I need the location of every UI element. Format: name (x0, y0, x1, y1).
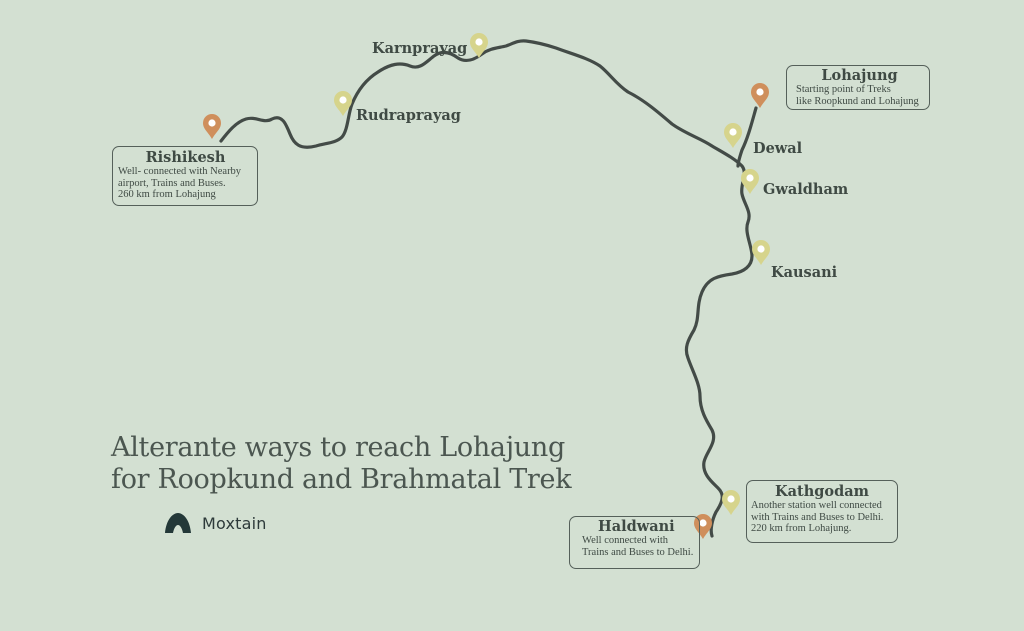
callout-haldwani-line1: Well connected with (582, 535, 669, 546)
map-title-line1: Alterante ways to reach Lohajung (111, 432, 565, 463)
label-dewal: Dewal (753, 140, 803, 157)
label-karnprayag: Karnprayag (372, 40, 468, 57)
callout-kathgodam-line2: with Trains and Buses to Delhi. (751, 511, 884, 523)
callout-lohajung-title: Lohajung (821, 67, 898, 84)
callout-kathgodam-line1: Another station well connected (751, 500, 882, 511)
map-pin-kathgodam-icon (722, 490, 740, 515)
main-route-line (219, 39, 754, 538)
map-title: Alterante ways to reach Lohajung for Roo… (111, 432, 572, 496)
brand-name: Moxtain (202, 513, 267, 533)
brand-logo: Moxtain (164, 511, 267, 535)
callout-rishikesh-line1: Well- connected with Nearby (118, 166, 242, 177)
callout-haldwani: Haldwani Well connected with Trains and … (569, 516, 700, 569)
callout-rishikesh: Rishikesh Well- connected with Nearby ai… (112, 146, 258, 206)
map-pin-karnprayag-icon (470, 33, 488, 58)
map-pin-lohajung-icon (751, 83, 769, 108)
label-kausani: Kausani (771, 264, 838, 281)
map-pin-gwaldham-icon (741, 169, 759, 194)
callout-lohajung-line2: like Roopkund and Lohajung (796, 95, 919, 107)
callout-lohajung-line1: Starting point of Treks (796, 84, 891, 95)
lohajung-branch-line (736, 106, 758, 168)
callout-kathgodam-line3: 220 km from Lohajung. (751, 523, 852, 534)
callout-rishikesh-title: Rishikesh (145, 149, 226, 166)
callout-rishikesh-line2: airport, Trains and Buses. (118, 177, 226, 189)
map-pin-kausani-icon (752, 240, 770, 265)
callout-lohajung: Lohajung Starting point of Treks like Ro… (786, 65, 930, 110)
callout-kathgodam: Kathgodam Another station well connected… (746, 480, 898, 543)
label-gwaldham: Gwaldham (763, 181, 849, 198)
callout-rishikesh-line3: 260 km from Lohajung (118, 189, 216, 200)
callout-kathgodam-title: Kathgodam (775, 483, 869, 500)
callout-haldwani-title: Haldwani (598, 518, 675, 535)
mountain-logo-icon (165, 513, 191, 533)
label-rudraprayag: Rudraprayag (356, 107, 461, 124)
map-pin-dewal-icon (724, 123, 742, 148)
callout-haldwani-line2: Trains and Buses to Delhi. (582, 546, 694, 558)
map-title-line2: for Roopkund and Brahmatal Trek (111, 464, 572, 495)
map-pin-rishikesh-icon (203, 114, 221, 139)
